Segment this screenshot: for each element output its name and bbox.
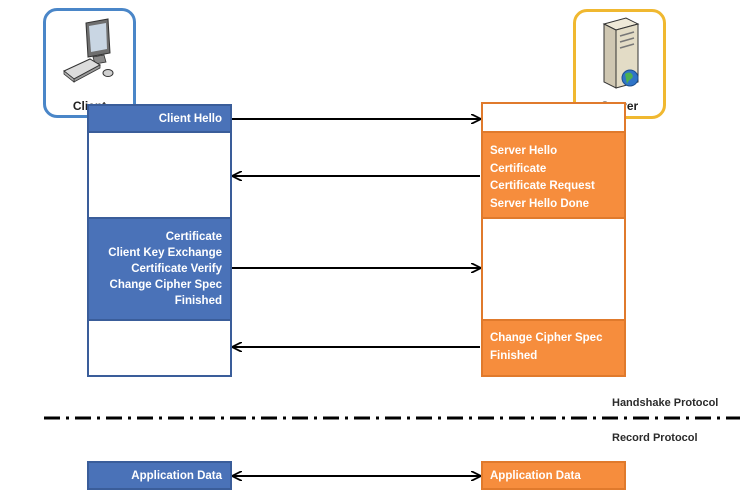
client-msg-key-exchange: Client Key Exchange <box>108 247 222 259</box>
server-hello-group-box: Server Hello Certificate Certificate Req… <box>481 131 626 219</box>
server-msg-change-cipher-spec: Change Cipher Spec <box>490 332 603 344</box>
record-protocol-label: Record Protocol <box>612 432 698 444</box>
client-hello-label: Client Hello <box>158 113 222 125</box>
handshake-protocol-label: Handshake Protocol <box>612 397 719 409</box>
client-certificate-group: Certificate Client Key Exchange Certific… <box>108 229 222 309</box>
server-msg-certificate-request: Certificate Request <box>490 180 595 192</box>
server-msg-finished: Finished <box>490 349 538 362</box>
client-application-data-label: Application Data <box>131 470 222 482</box>
server-finish-group: Change Cipher Spec Finished <box>490 330 602 365</box>
server-application-data-box: Application Data <box>481 461 626 490</box>
server-icon <box>602 17 640 89</box>
server-finish-box: Change Cipher Spec Finished <box>481 319 626 377</box>
server-msg-certificate: Certificate <box>490 162 547 175</box>
computer-icon <box>63 18 114 83</box>
client-msg-certificate-verify: Certificate Verify <box>131 263 222 275</box>
client-certificate-group-box: Certificate Client Key Exchange Certific… <box>87 217 232 321</box>
server-msg-hello: Server Hello <box>490 145 558 157</box>
client-idle-box-1 <box>87 131 232 219</box>
client-msg-certificate: Certificate <box>165 231 222 243</box>
client-idle-box-2 <box>87 319 232 377</box>
client-msg-finished: Finished <box>174 295 222 307</box>
server-hello-group: Server Hello Certificate Certificate Req… <box>490 143 595 213</box>
server-idle-box-2 <box>481 217 626 321</box>
client-application-data-box: Application Data <box>87 461 232 490</box>
client-msg-change-cipher-spec: Change Cipher Spec <box>109 279 222 291</box>
server-msg-hello-done: Server Hello Done <box>490 197 590 210</box>
server-application-data-label: Application Data <box>490 470 581 482</box>
server-node: Server <box>573 9 666 119</box>
